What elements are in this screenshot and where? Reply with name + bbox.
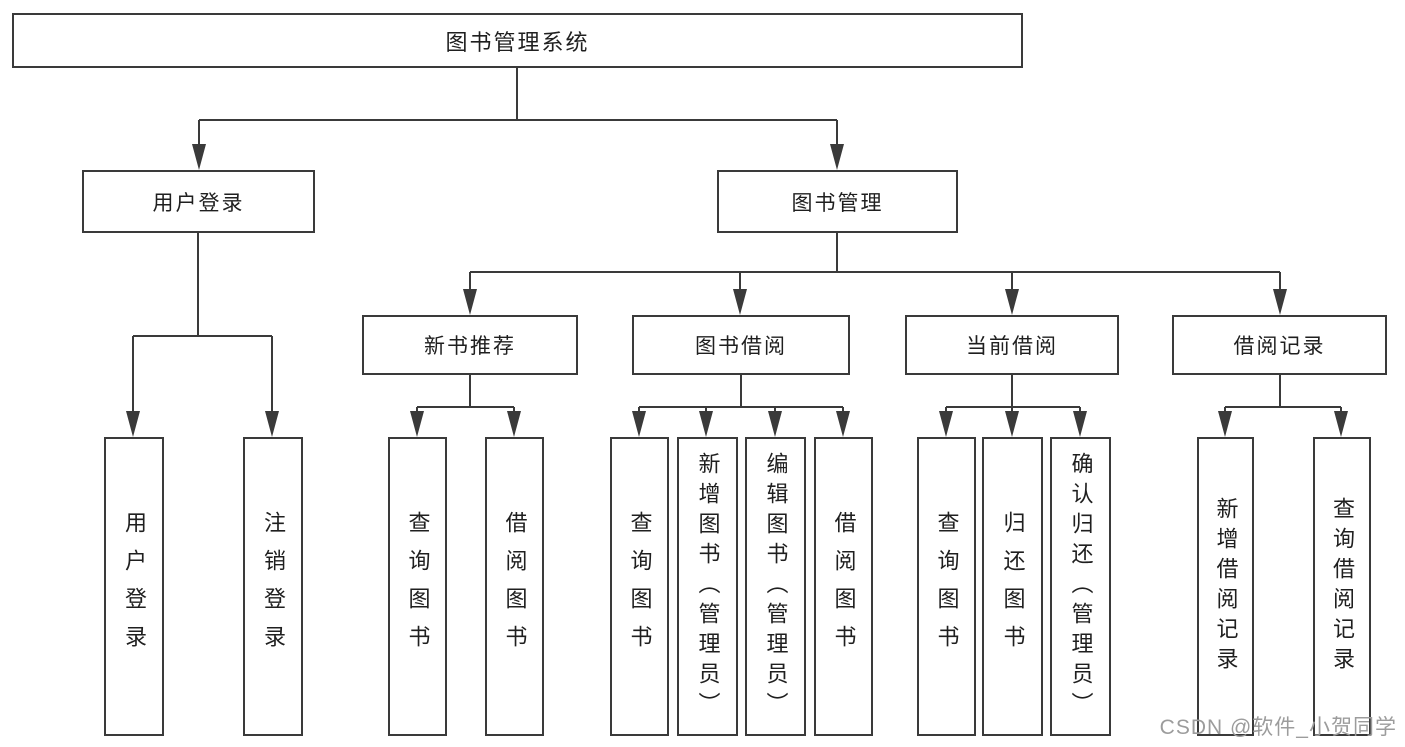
leaf-query-book-borrow-label: 查询图书 bbox=[627, 510, 653, 663]
leaf-confirm-return-admin: 确认归还（管理员） bbox=[1050, 437, 1111, 736]
leaf-query-book-borrow: 查询图书 bbox=[610, 437, 669, 736]
leaf-borrow-book: 借阅图书 bbox=[814, 437, 873, 736]
leaf-query-borrow-record: 查询借阅记录 bbox=[1313, 437, 1371, 736]
leaf-user-login-label: 用户登录 bbox=[122, 510, 147, 663]
leaf-add-borrow-record: 新增借阅记录 bbox=[1197, 437, 1254, 736]
node-book-borrow: 图书借阅 bbox=[632, 315, 850, 375]
leaf-user-login: 用户登录 bbox=[104, 437, 164, 736]
leaf-logout: 注销登录 bbox=[243, 437, 303, 736]
leaf-edit-book-admin: 编辑图书（管理员） bbox=[745, 437, 806, 736]
node-book-management: 图书管理 bbox=[717, 170, 958, 233]
leaf-borrow-book-recommend: 借阅图书 bbox=[485, 437, 544, 736]
node-user-login-label: 用户登录 bbox=[152, 191, 245, 215]
leaf-query-book-current-label: 查询图书 bbox=[934, 510, 960, 663]
leaf-query-book-current: 查询图书 bbox=[917, 437, 976, 736]
leaf-return-book: 归还图书 bbox=[982, 437, 1043, 736]
node-current-borrow: 当前借阅 bbox=[905, 315, 1119, 375]
leaf-query-borrow-record-label: 查询借阅记录 bbox=[1330, 496, 1355, 677]
node-current-borrow-label: 当前借阅 bbox=[966, 335, 1058, 358]
node-root-label: 图书管理系统 bbox=[445, 29, 590, 55]
leaf-query-book-recommend: 查询图书 bbox=[388, 437, 447, 736]
node-new-book-recommend: 新书推荐 bbox=[362, 315, 578, 375]
leaf-edit-book-admin-label: 编辑图书（管理员） bbox=[763, 451, 789, 722]
leaf-return-book-label: 归还图书 bbox=[1000, 510, 1026, 663]
leaf-query-book-recommend-label: 查询图书 bbox=[405, 510, 431, 663]
node-borrow-records: 借阅记录 bbox=[1172, 315, 1387, 375]
node-book-borrow-label: 图书借阅 bbox=[695, 335, 787, 358]
node-root: 图书管理系统 bbox=[12, 13, 1023, 68]
node-borrow-records-label: 借阅记录 bbox=[1233, 335, 1326, 358]
leaf-logout-label: 注销登录 bbox=[261, 510, 286, 663]
leaf-add-book-admin: 新增图书（管理员） bbox=[677, 437, 738, 736]
node-new-book-recommend-label: 新书推荐 bbox=[424, 335, 516, 358]
node-book-management-label: 图书管理 bbox=[791, 191, 884, 215]
leaf-add-book-admin-label: 新增图书（管理员） bbox=[695, 451, 721, 722]
leaf-confirm-return-admin-label: 确认归还（管理员） bbox=[1068, 451, 1094, 722]
leaf-add-borrow-record-label: 新增借阅记录 bbox=[1213, 496, 1239, 677]
leaf-borrow-book-label: 借阅图书 bbox=[831, 510, 857, 663]
arrowheads bbox=[126, 144, 1348, 437]
leaf-borrow-book-recommend-label: 借阅图书 bbox=[502, 510, 528, 663]
watermark: CSDN @软件_小贺同学 bbox=[1159, 716, 1397, 739]
node-user-login: 用户登录 bbox=[82, 170, 315, 233]
